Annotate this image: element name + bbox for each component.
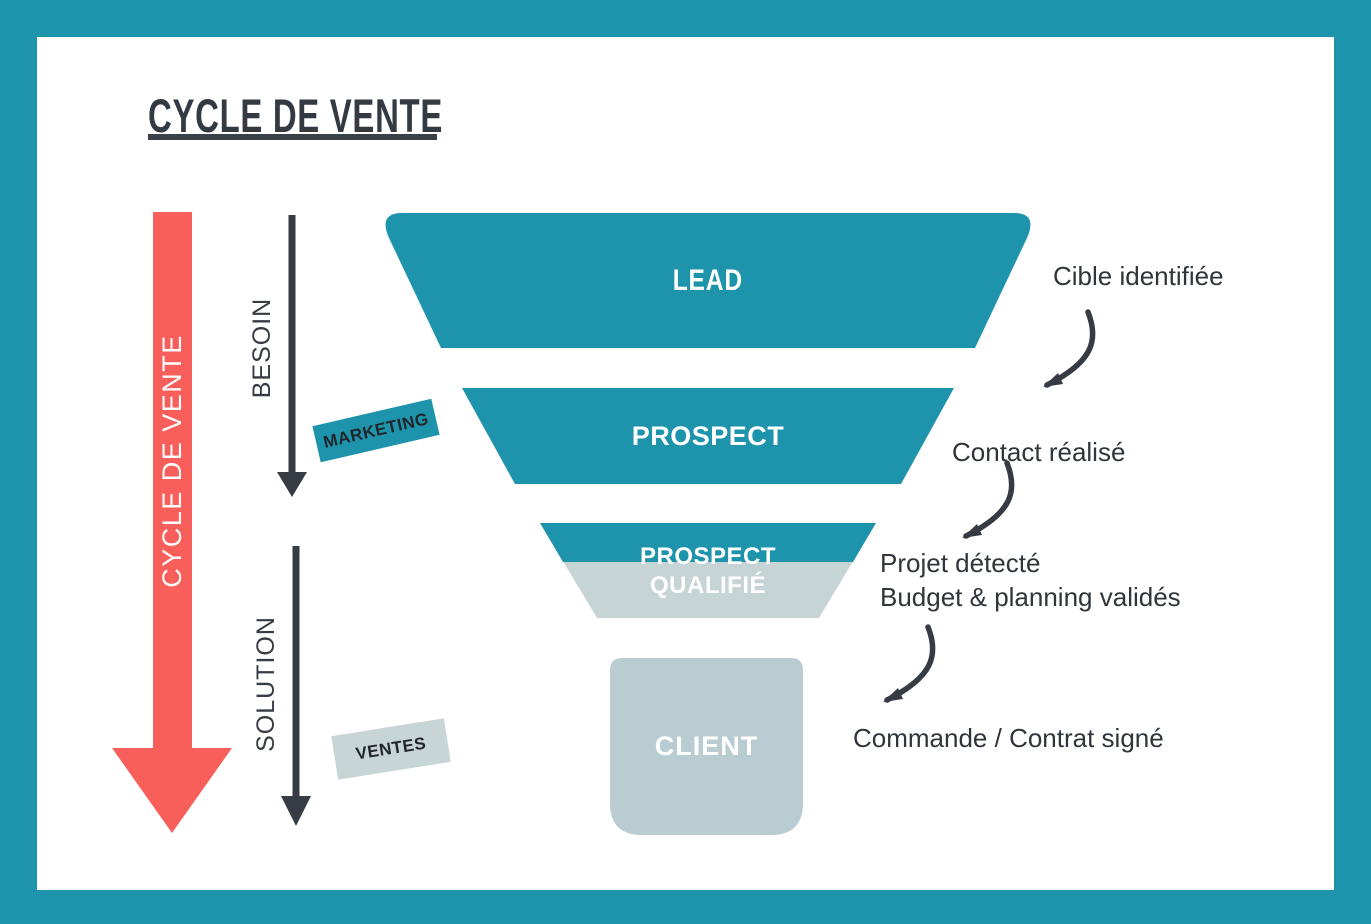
curved-arrow-icon-3: [884, 624, 936, 703]
annotation-prospect-qualifie: Projet détecté Budget & planning validés: [880, 548, 1181, 612]
solution-label: SOLUTION: [251, 616, 280, 752]
curved-arrow-icons: [884, 309, 1096, 703]
funnel-stage-lead-shape: [385, 213, 1031, 348]
annotation-lead: Cible identifiée: [1053, 261, 1224, 291]
annotation-prospect: Contact réalisé: [952, 437, 1126, 467]
besoin-down-arrow-icon: [277, 215, 307, 497]
funnel-stage-prospect-label: PROSPECT: [631, 420, 785, 451]
funnel-stage-lead-label: LEAD: [672, 263, 744, 297]
funnel-stage-client-shape: [610, 658, 803, 835]
title-underline: [148, 134, 437, 140]
funnel-stage-prospect-shape: [462, 388, 954, 484]
funnel-stage-prospect-qualifie-teal-band: [540, 523, 876, 562]
page-title: CYCLE DE VENTE: [148, 89, 443, 142]
funnel-stage-prospect-qualifie-label: PROSPECT QUALIFIÉ: [639, 542, 777, 599]
cycle-down-arrow-icon: [112, 212, 232, 833]
curved-arrow-icon-2: [963, 460, 1015, 539]
curved-arrow-heads: [883, 373, 1063, 702]
besoin-label: BESOIN: [247, 297, 276, 399]
annotation-client: Commande / Contrat signé: [853, 723, 1164, 753]
cycle-arrow-label: CYCLE DE VENTE: [156, 334, 187, 588]
funnel-stage-client-label: CLIENT: [654, 731, 759, 761]
curved-arrow-icon-1: [1044, 309, 1096, 388]
solution-down-arrow-icon: [281, 546, 311, 826]
